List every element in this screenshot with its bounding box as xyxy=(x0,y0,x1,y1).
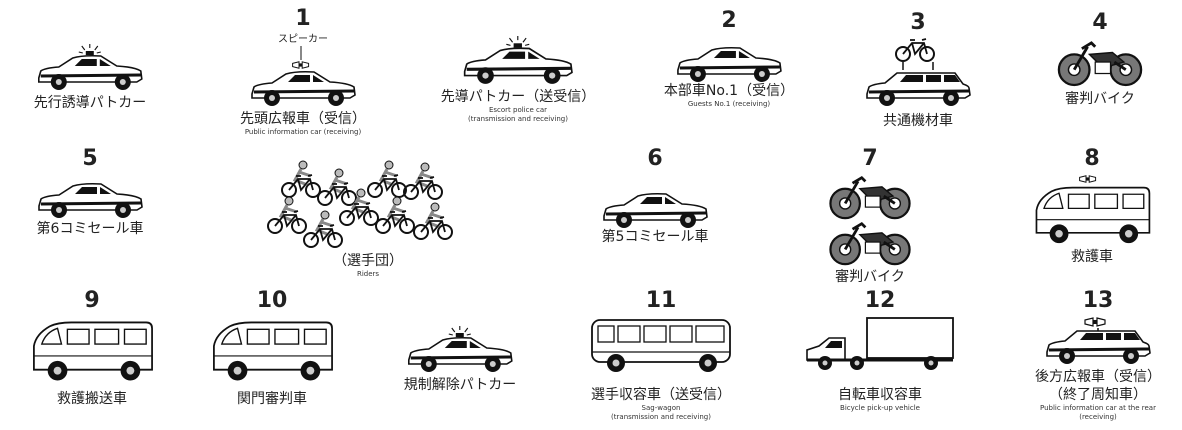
motorcycles-icon xyxy=(829,176,911,266)
vehicle-restriction-lift-patrol-car: 規制解除パトカー xyxy=(404,326,516,394)
vehicle-7-referee-motorcycles: 7 審判バイク xyxy=(827,146,913,286)
vehicle-label: 後方広報車（受信） xyxy=(1035,369,1161,385)
vehicle-label-en: Guests No.1 (receiving) xyxy=(687,100,771,108)
vehicle-label-en: Escort police car xyxy=(488,106,548,114)
riders-label-en: Riders xyxy=(356,270,380,278)
vehicle-12-bicycle-pickup: 12 自転車収容車 Bicycle pick-up vehicle xyxy=(805,288,955,413)
vehicle-number: 12 xyxy=(864,288,896,313)
vehicle-label: 第5コミセール車 xyxy=(601,229,709,245)
vehicle-number: 9 xyxy=(84,288,100,313)
vehicle-8-ambulance: 8 救護車 xyxy=(1030,146,1154,266)
vehicle-label: 共通機材車 xyxy=(883,113,953,129)
vehicle-label: 自転車収容車 xyxy=(838,387,922,403)
vehicle-number: 4 xyxy=(1092,10,1108,35)
sedan-icon xyxy=(600,174,710,218)
vehicle-number: 13 xyxy=(1082,288,1114,313)
bus-icon xyxy=(586,316,736,376)
vehicle-label: 救護車 xyxy=(1071,249,1113,265)
vehicle-label-en-2: (transmission and receiving) xyxy=(468,115,568,123)
vehicle-label: 審判バイク xyxy=(1065,91,1135,107)
vehicle-escort-patrol-car: 先導パトカー（送受信） Escort police car (transmiss… xyxy=(441,36,595,124)
vehicle-5-commissaire-car: 5 第6コミセール車 xyxy=(35,146,145,238)
sedan-icon xyxy=(674,36,784,80)
vehicle-label-en: Sag-wagon xyxy=(641,404,681,412)
riders-group: （選手団） Riders xyxy=(263,158,473,279)
police-car-icon xyxy=(35,44,145,92)
vehicle-9-ambulance-transport: 9 救護搬送車 xyxy=(28,288,156,408)
vehicle-label-en: Public information car at the rear xyxy=(1040,404,1156,412)
vehicle-label: 審判バイク xyxy=(835,269,905,285)
vehicle-2-hq-car: 2 本部車No.1（受信） Guests No.1 (receiving) xyxy=(664,8,794,109)
ambulance-icon xyxy=(1035,175,1151,245)
vehicle-lead-guide-patrol-car: 先行誘導パトカー xyxy=(34,44,146,112)
vehicle-label-en: Bicycle pick-up vehicle xyxy=(840,404,920,412)
vehicle-label: 救護搬送車 xyxy=(57,391,127,407)
vehicle-label: 先頭広報車（受信） xyxy=(240,111,366,127)
vehicle-13-rear-pr-car: 13 後方広報車（受信） （終了周知車） Public information … xyxy=(1035,288,1161,422)
vehicle-number: 8 xyxy=(1084,146,1100,171)
vehicle-number: 5 xyxy=(82,146,98,171)
cyclists-icon xyxy=(263,158,473,250)
vehicle-label-en: Public information car (receiving) xyxy=(244,128,362,136)
vehicle-number: 2 xyxy=(721,8,737,33)
vehicle-label-2: （終了周知車） xyxy=(1049,387,1147,403)
vehicle-10-checkpoint-judge-car: 10 関門審判車 xyxy=(208,288,336,408)
van-icon xyxy=(208,316,336,384)
sedan-icon xyxy=(35,174,145,218)
pr-car-icon xyxy=(250,46,357,108)
vehicle-number: 3 xyxy=(910,10,926,35)
vehicle-6-commissaire-car: 6 第5コミセール車 xyxy=(600,146,710,246)
vehicle-number: 6 xyxy=(647,146,663,171)
vehicle-label: 先行誘導パトカー xyxy=(33,95,147,111)
vehicle-number: 1 xyxy=(295,6,311,31)
vehicle-number: 7 xyxy=(862,146,878,171)
vehicle-label: 選手収容車（送受信） xyxy=(591,387,731,403)
wagon-with-speaker-icon xyxy=(1045,317,1152,366)
vehicle-label: 関門審判車 xyxy=(237,391,307,407)
speaker-annotation: スピーカー xyxy=(278,34,328,45)
vehicle-label: 先導パトカー（送受信） xyxy=(440,89,596,105)
van-icon xyxy=(28,316,156,384)
wagon-with-bike-icon xyxy=(865,38,972,108)
vehicle-number: 10 xyxy=(256,288,288,313)
vehicle-label: 第6コミセール車 xyxy=(36,221,144,237)
vehicle-1-lead-pr-car: 1 スピーカー 先頭広報車（受信） Public information car… xyxy=(240,6,366,137)
vehicle-number: 11 xyxy=(645,288,677,313)
vehicle-label-en-2: (transmission and receiving) xyxy=(611,413,711,421)
motorcycle-icon xyxy=(1057,38,1143,88)
police-car-icon xyxy=(459,36,577,86)
vehicle-label: 規制解除パトカー xyxy=(403,377,517,393)
vehicle-label-en-2: (receiving) xyxy=(1079,413,1117,421)
truck-icon xyxy=(805,316,955,376)
riders-label: （選手団） xyxy=(333,253,403,269)
police-car-icon xyxy=(405,326,515,374)
vehicle-11-sag-wagon: 11 選手収容車（送受信） Sag-wagon (transmission an… xyxy=(586,288,736,422)
vehicle-4-referee-motorcycle: 4 審判バイク xyxy=(1057,10,1143,108)
vehicle-label: 本部車No.1（受信） xyxy=(663,83,795,99)
vehicle-3-equipment-car: 3 共通機材車 xyxy=(863,10,973,130)
